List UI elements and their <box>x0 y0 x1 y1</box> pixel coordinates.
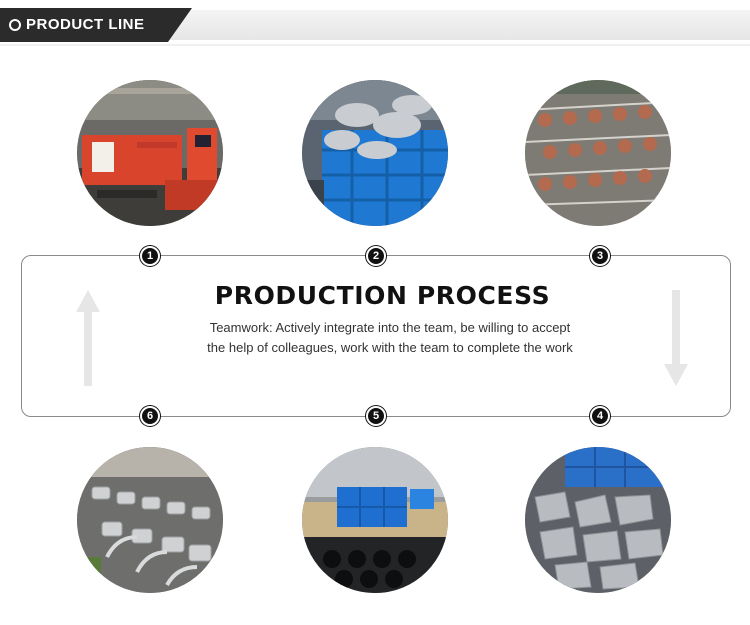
panel-description: Teamwork: Actively integrate into the te… <box>207 320 573 355</box>
header-tab: PRODUCT LINE <box>0 8 168 42</box>
step-3-badge: 3 <box>590 246 610 266</box>
step-2-photo <box>302 80 448 226</box>
step-4-photo <box>525 447 671 593</box>
arrow-up-icon <box>76 290 100 386</box>
step-1-photo <box>77 80 223 226</box>
step-1-badge: 1 <box>140 246 160 266</box>
step-4-badge: 4 <box>590 406 610 426</box>
sorted-metal-parts-photo <box>525 447 671 593</box>
finished-faucets-photo <box>77 447 223 593</box>
panel-title: PRODUCTION PROCESS <box>214 281 551 310</box>
header-divider <box>0 44 750 46</box>
parts-in-blue-crates-photo <box>302 80 448 226</box>
header-tab-slant <box>168 8 192 42</box>
ring-icon <box>9 19 21 31</box>
step-3-photo <box>525 80 671 226</box>
step-6-badge: 6 <box>140 406 160 426</box>
step-6-photo <box>77 447 223 593</box>
cnc-cutting-machine-photo <box>77 80 223 226</box>
step-5-photo <box>302 447 448 593</box>
section-header: PRODUCT LINE <box>0 8 750 42</box>
assembly-bench-photo <box>302 447 448 593</box>
copper-parts-on-racks-photo <box>525 80 671 226</box>
arrow-down-icon <box>664 290 688 386</box>
header-title: PRODUCT LINE <box>26 16 145 33</box>
step-2-badge: 2 <box>366 246 386 266</box>
step-5-badge: 5 <box>366 406 386 426</box>
